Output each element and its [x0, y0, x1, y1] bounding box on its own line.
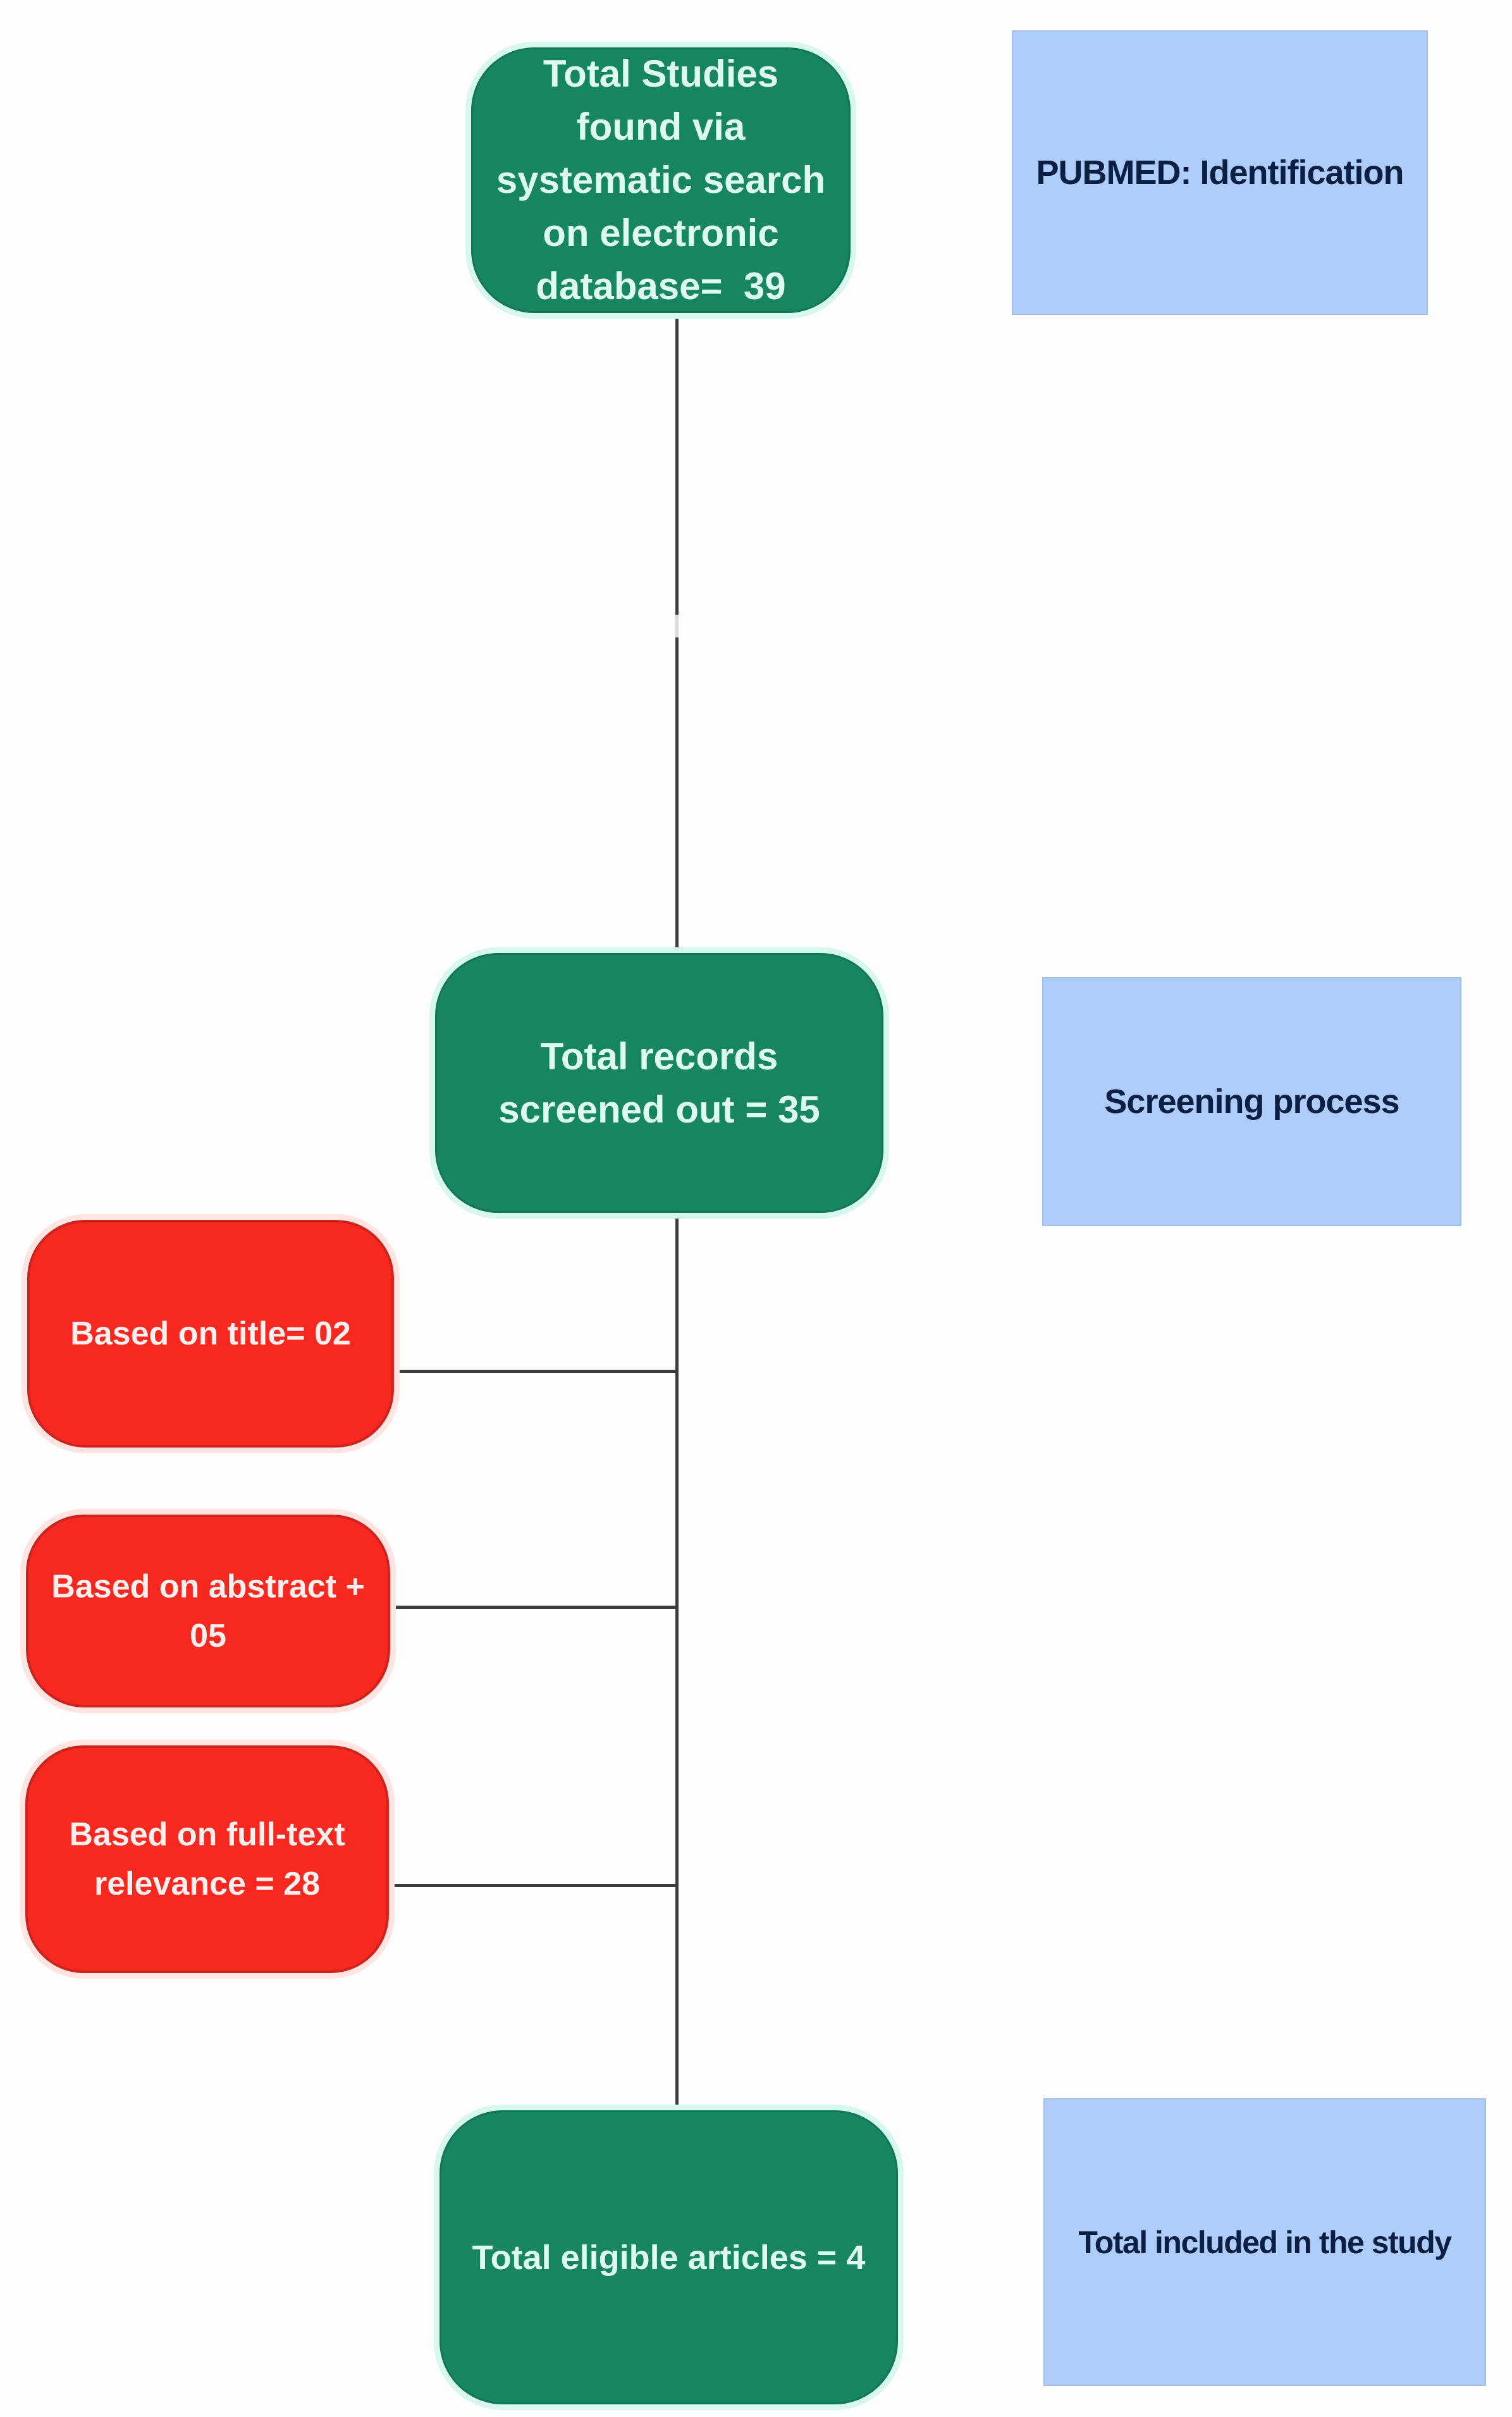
node-records-screened: Total records screened out = 35 [435, 953, 883, 1213]
node-text: screened out = 35 [498, 1088, 820, 1131]
label-screening-process: Screening process [1042, 977, 1461, 1226]
node-text: Total Studies [543, 52, 779, 95]
node-text: relevance = 28 [94, 1866, 321, 1902]
label-total-included: Total included in the study [1043, 2098, 1486, 2386]
node-total-studies-found: Total Studies found via systematic searc… [471, 47, 851, 313]
label-pubmed-identification: PUBMED: Identification [1012, 30, 1428, 315]
node-text: 05 [190, 1617, 226, 1654]
node-text: Total records [540, 1035, 778, 1078]
node-text: database= 39 [536, 265, 786, 307]
connector-excluded-title [392, 1370, 677, 1373]
label-text: Total included in the study [1078, 2224, 1452, 2260]
node-text: Based on full-text [69, 1816, 345, 1853]
connector-excluded-abstract [388, 1606, 677, 1609]
node-text: Based on abstract + [51, 1568, 365, 1605]
node-excluded-by-abstract: Based on abstract + 05 [26, 1515, 390, 1707]
connector-gap-artifact [669, 615, 684, 637]
label-text: Screening process [1104, 1083, 1399, 1121]
node-text: systematic search [496, 159, 826, 201]
node-text: Based on title= 02 [70, 1315, 351, 1352]
node-text: Total eligible articles = 4 [472, 2238, 866, 2277]
node-text: on electronic [543, 212, 779, 254]
connector-excluded-fulltext [387, 1884, 677, 1887]
node-excluded-by-title: Based on title= 02 [27, 1220, 394, 1448]
node-text: found via [576, 106, 746, 148]
node-eligible-articles: Total eligible articles = 4 [439, 2110, 898, 2404]
node-excluded-by-fulltext: Based on full-text relevance = 28 [25, 1745, 389, 1973]
label-text: PUBMED: Identification [1036, 154, 1404, 192]
